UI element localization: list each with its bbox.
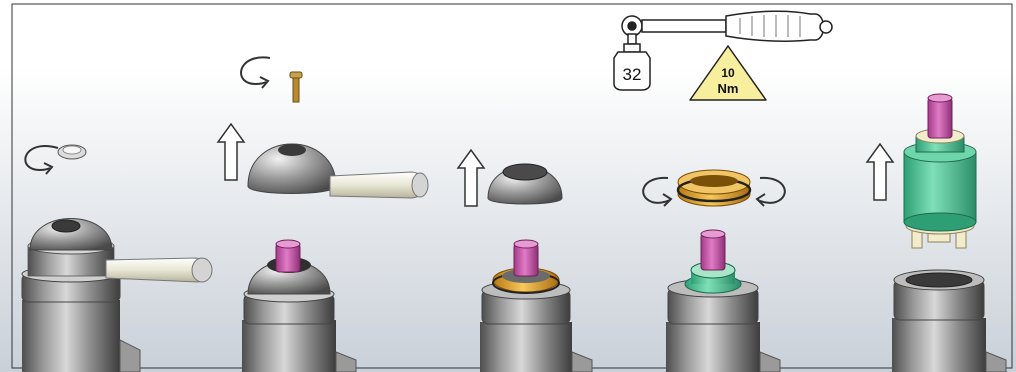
handle-dome xyxy=(29,218,113,251)
dome-cap xyxy=(487,163,563,205)
cartridge-stem xyxy=(275,239,301,273)
rotate-arrow-icon xyxy=(240,56,271,89)
cartridge-top xyxy=(684,261,742,294)
socket-size-label: 32 xyxy=(623,65,642,84)
up-arrow-icon xyxy=(456,148,486,207)
up-arrow-icon xyxy=(865,142,895,201)
torque-value-label: 10 xyxy=(721,66,735,80)
cartridge-stem xyxy=(513,239,539,277)
step-5-pull-cartridge xyxy=(865,93,1007,372)
handle-dome-lifted xyxy=(247,143,429,199)
rotate-arrow-icon xyxy=(24,145,59,175)
cap-plug-icon xyxy=(57,144,87,160)
up-arrow-icon xyxy=(216,122,246,181)
retaining-nut xyxy=(676,169,752,207)
step-4-unscrew-retaining-nut: 32 10 Nm xyxy=(613,10,833,372)
screw-icon xyxy=(289,71,303,103)
faucet-body xyxy=(242,257,357,372)
torque-unit-label: Nm xyxy=(718,81,739,96)
lever-handle xyxy=(105,257,213,283)
step-3-lift-dome-cap xyxy=(456,148,593,372)
torque-warning-icon xyxy=(689,45,767,101)
step-1-unscrew-cap xyxy=(21,144,213,372)
wrench-icon xyxy=(613,10,833,91)
step-2-remove-screw-lift-handle xyxy=(216,56,429,372)
cartridge-stem xyxy=(700,229,726,271)
rotate-arrow-icon xyxy=(642,176,786,207)
cartridge xyxy=(903,93,977,249)
faucet-body-empty xyxy=(892,269,1007,372)
